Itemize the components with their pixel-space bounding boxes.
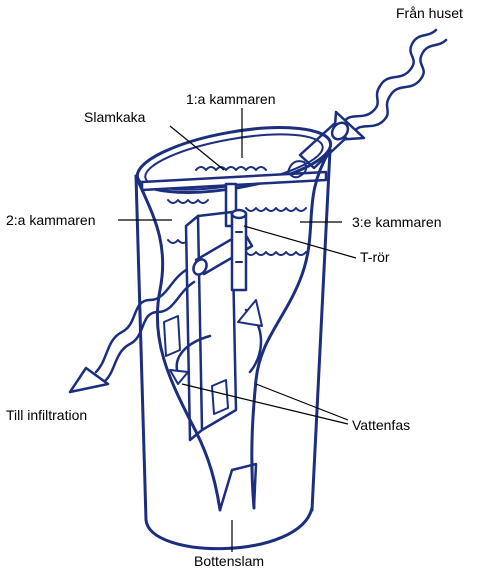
outlet-arrowhead: [68, 366, 110, 394]
leader-water-phase-2: [255, 383, 349, 421]
leader-lines: [118, 108, 357, 552]
t-pipe: [230, 208, 248, 292]
flow-arrowhead-up: [237, 299, 263, 327]
leader-t-pipe: [243, 225, 357, 259]
flow-arrowhead-down: [169, 369, 189, 385]
flow-arrows: [169, 299, 263, 385]
label-to-infiltration: Till infiltration: [6, 407, 87, 423]
outlet-arrow: [68, 268, 196, 394]
label-chamber-1: 1:a kammaren: [186, 91, 275, 107]
label-chamber-3: 3:e kammaren: [352, 214, 441, 230]
label-t-pipe: T-rör: [360, 249, 390, 265]
leader-sludge-cake: [169, 125, 225, 171]
label-sludge-cake: Slamkaka: [84, 109, 146, 125]
wall-opening-lower: [211, 379, 229, 415]
inlet-arrow: [332, 28, 448, 142]
label-from-house: Från huset: [396, 5, 463, 21]
label-bottom-sludge: Bottenslam: [194, 553, 264, 569]
wall-opening-upper: [163, 315, 181, 357]
label-water-phase: Vattenfas: [352, 417, 410, 433]
label-chamber-2: 2:a kammaren: [6, 212, 95, 228]
leader-water-phase-1: [181, 383, 349, 425]
